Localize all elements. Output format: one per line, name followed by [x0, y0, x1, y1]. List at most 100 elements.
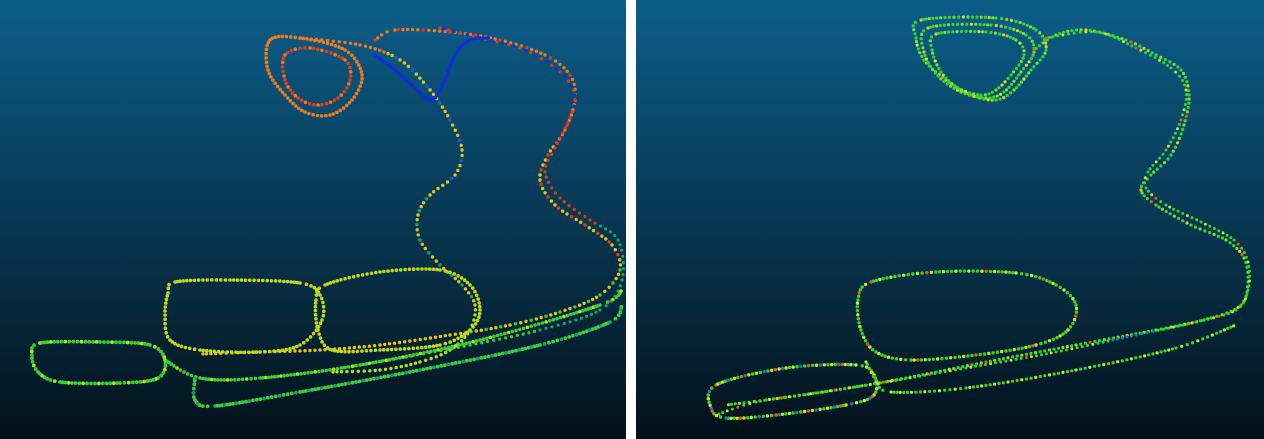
trajectory-point: [710, 386, 714, 390]
trajectory-point: [1029, 273, 1034, 278]
trajectory-point: [125, 340, 130, 345]
trajectory-point: [169, 362, 174, 366]
trajectory-point: [598, 293, 602, 297]
trajectory-point: [1048, 280, 1052, 284]
trajectory-point: [265, 64, 269, 69]
trajectory-point: [188, 278, 193, 283]
trajectory-point: [459, 276, 464, 280]
trajectory-point: [402, 61, 406, 65]
trajectory-point: [100, 381, 105, 386]
trajectory-point: [345, 86, 349, 90]
trajectory-point: [928, 64, 932, 68]
trajectory-point: [1068, 294, 1073, 298]
trajectory-point: [512, 44, 516, 48]
trajectory-point: [305, 338, 310, 342]
trajectory-point: [354, 380, 358, 384]
trajectory-point: [598, 303, 602, 307]
trajectory-point: [364, 362, 369, 366]
trajectory-point: [913, 32, 917, 36]
trajectory-point: [818, 407, 822, 411]
trajectory-point: [725, 409, 729, 413]
trajectory-point: [966, 15, 970, 19]
trajectory-point: [1155, 351, 1159, 355]
trajectory-point: [205, 404, 210, 409]
trajectory-point: [856, 298, 860, 302]
trajectory-point: [1138, 44, 1142, 48]
trajectory-point: [979, 93, 983, 97]
trajectory-point: [352, 56, 357, 61]
trajectory-point: [956, 22, 960, 26]
trajectory-point: [163, 321, 167, 326]
trajectory-point: [994, 88, 998, 92]
trajectory-point: [864, 365, 869, 369]
trajectory-point: [503, 331, 507, 336]
trajectory-point: [540, 57, 544, 61]
trajectory-point: [446, 362, 451, 367]
trajectory-point: [266, 68, 270, 72]
trajectory-point: [1096, 341, 1100, 345]
trajectory-point: [1018, 21, 1022, 25]
trajectory-point: [802, 409, 807, 414]
trajectory-point: [568, 73, 572, 77]
trajectory-point: [613, 316, 618, 321]
trajectory-point: [1172, 207, 1176, 211]
trajectory-point: [621, 254, 625, 258]
trajectory-point: [373, 38, 377, 42]
trajectory-point: [318, 293, 322, 297]
trajectory-point: [87, 339, 92, 344]
trajectory-point: [1038, 350, 1042, 354]
trajectory-point: [443, 346, 447, 351]
trajectory-point: [284, 81, 289, 86]
trajectory-point: [418, 360, 422, 364]
trajectory-point: [465, 280, 470, 285]
trajectory-point: [98, 340, 102, 344]
trajectory-point: [818, 363, 823, 367]
trajectory-point: [278, 279, 282, 283]
trajectory-point: [830, 362, 834, 367]
trajectory-point: [188, 346, 192, 351]
trajectory-point: [357, 63, 361, 67]
trajectory-point: [541, 186, 545, 191]
trajectory-point: [1019, 356, 1023, 360]
trajectory-point: [508, 323, 512, 327]
trajectory-point: [436, 348, 440, 352]
trajectory-point: [214, 278, 219, 282]
trajectory-point: [1091, 342, 1095, 346]
trajectory-point: [1070, 347, 1074, 351]
trajectory-point: [1051, 35, 1055, 39]
trajectory-point: [31, 363, 36, 368]
trajectory-point: [1134, 356, 1138, 360]
trajectory-point: [354, 91, 359, 96]
trajectory-point: [336, 96, 340, 100]
trajectory-point: [1004, 88, 1009, 92]
trajectory-point: [223, 278, 228, 282]
trajectory-point: [129, 340, 134, 345]
trajectory-point: [394, 356, 399, 361]
trajectory-point: [110, 340, 114, 345]
trajectory-point: [1185, 80, 1189, 84]
trajectory-point: [935, 63, 939, 67]
trajectory-point: [555, 338, 560, 343]
trajectory-point: [589, 312, 594, 316]
trajectory-point: [974, 364, 978, 368]
trajectory-point: [1222, 313, 1226, 317]
right-trajectory-points: [706, 15, 1252, 420]
trajectory-point: [198, 348, 202, 352]
trajectory-point: [903, 377, 907, 381]
trajectory-point: [448, 333, 452, 337]
trajectory-point: [1006, 380, 1010, 384]
trajectory-point: [273, 394, 278, 399]
trajectory-point: [288, 373, 293, 377]
trajectory-point: [1159, 164, 1163, 168]
trajectory-point: [83, 339, 88, 344]
trajectory-point: [526, 345, 531, 350]
trajectory-point: [979, 364, 982, 367]
trajectory-point: [36, 370, 40, 374]
trajectory-point: [1075, 346, 1079, 350]
trajectory-point: [947, 15, 951, 19]
trajectory-point: [604, 227, 608, 231]
trajectory-point: [997, 86, 1001, 90]
trajectory-point: [954, 269, 958, 273]
trajectory-point: [1051, 281, 1055, 286]
trajectory-point: [368, 369, 372, 373]
